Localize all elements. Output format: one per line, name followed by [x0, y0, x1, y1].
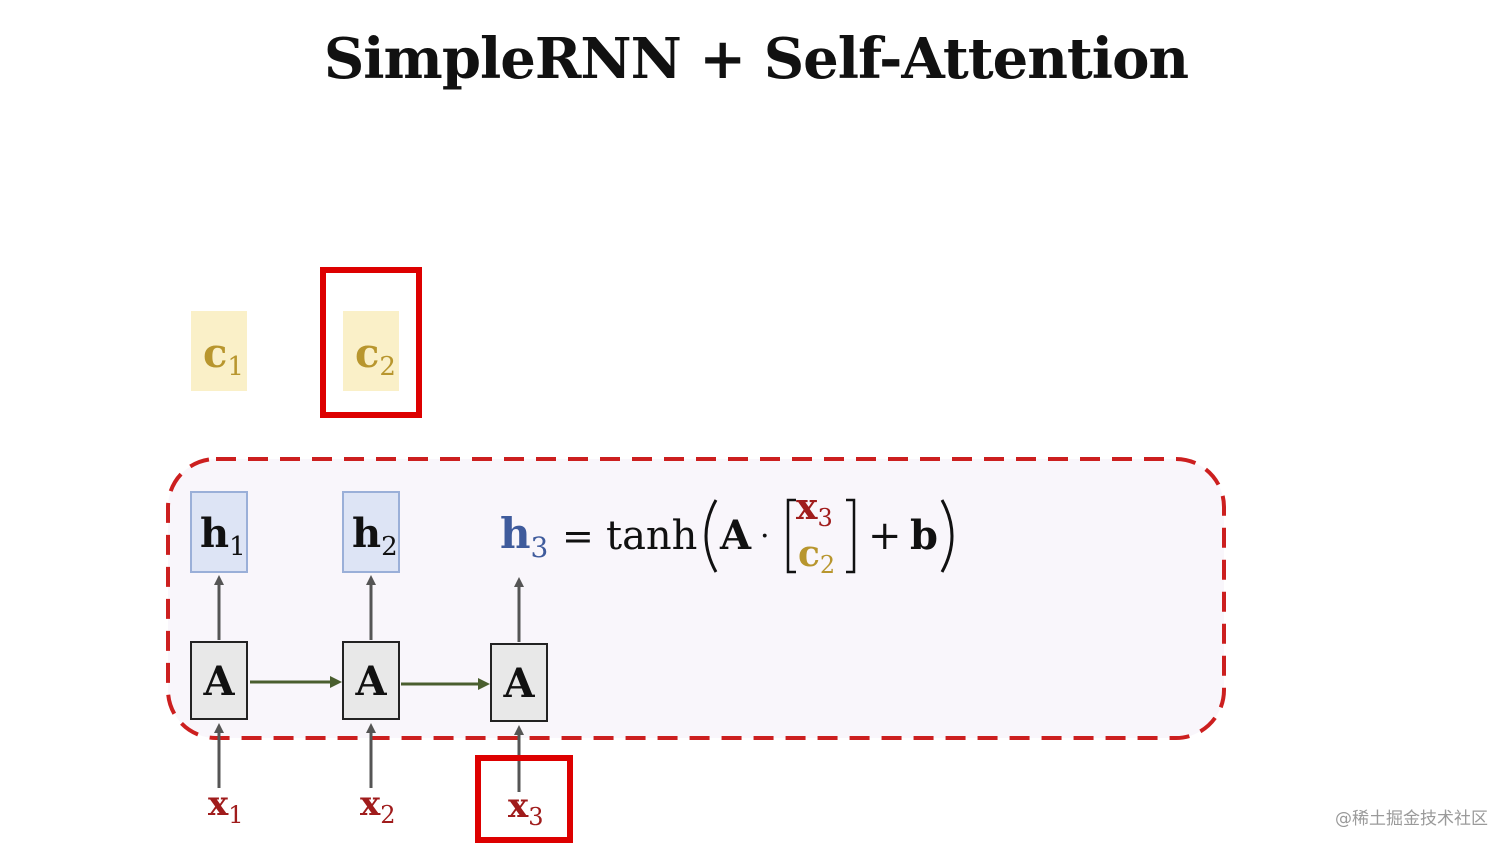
- rnn-cell-label-1: A: [202, 658, 235, 705]
- rnn-cell-3: [490, 643, 548, 722]
- left-paren: [704, 499, 718, 573]
- rnn-cell-label-3: A: [502, 660, 535, 707]
- equation-lhs: h3: [500, 509, 548, 564]
- right-paren: [940, 499, 954, 573]
- watermark: @稀土掘金技术社区: [1335, 809, 1488, 829]
- hidden-label-1: h1: [200, 510, 246, 562]
- left-bracket: [786, 498, 796, 574]
- equation-plus: +: [868, 513, 902, 559]
- equation-dot: ·: [760, 519, 770, 554]
- input-highlight-frame: [475, 755, 573, 843]
- vector-top: x3: [796, 486, 833, 532]
- vector-bottom: c2: [798, 533, 835, 579]
- input-label-1: x1: [208, 784, 244, 829]
- rnn-cell-1: [190, 641, 248, 720]
- rnn-cell-label-2: A: [354, 658, 387, 705]
- context-highlight-frame: [320, 267, 422, 418]
- update-equation: h3 = tanh A · x3 c2 + b: [500, 486, 954, 579]
- input-label-2: x2: [360, 784, 396, 829]
- attention-region: [166, 457, 1226, 740]
- right-bracket: [846, 498, 856, 574]
- equation-func: tanh: [606, 513, 697, 559]
- page-title: SimpleRNN + Self-Attention: [323, 26, 1189, 92]
- context-label-1: c1: [203, 330, 244, 382]
- hidden-box-1: [190, 491, 248, 573]
- context-label-2: c2: [355, 330, 396, 382]
- equation-matrix: A: [719, 512, 752, 559]
- input-label-3: x3: [508, 786, 544, 831]
- hidden-label-2: h2: [352, 510, 398, 562]
- equation-equals: =: [562, 514, 594, 558]
- equation-bias: b: [910, 512, 938, 559]
- context-box-1: [191, 311, 247, 391]
- context-box-2: [343, 311, 399, 391]
- rnn-cell-2: [342, 641, 400, 720]
- hidden-box-2: [342, 491, 400, 573]
